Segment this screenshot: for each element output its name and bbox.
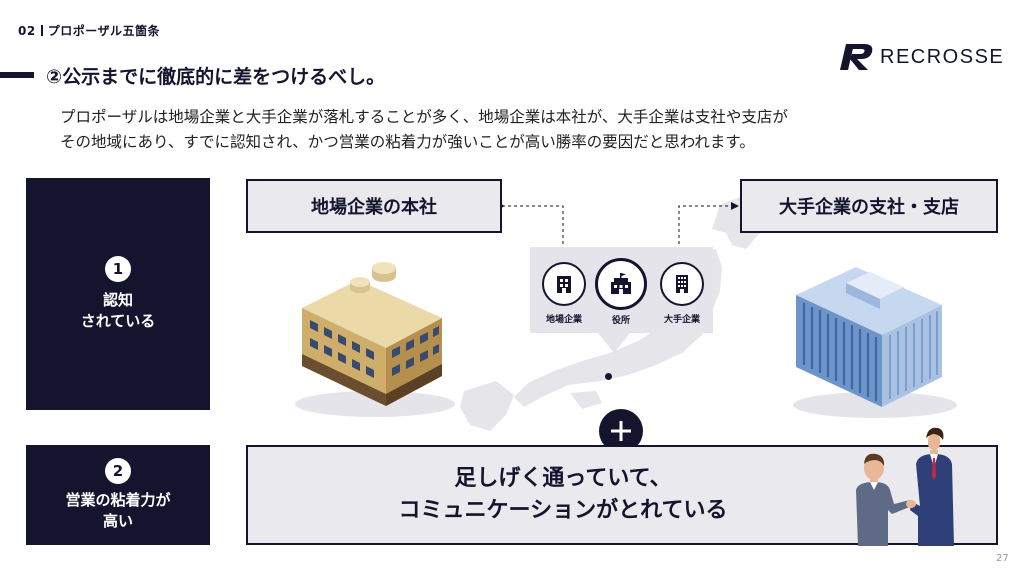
city-item-government: 役所 <box>593 258 649 326</box>
city-item-local-company: 地場企業 <box>538 262 590 325</box>
factor-label: 認知 されている <box>80 291 156 330</box>
handshake-illustration-icon <box>856 427 954 546</box>
description-line-1: プロポーザルは地場企業と大手企業が落札することが多く、地場企業は本社が、大手企業… <box>60 108 788 126</box>
city-label: 地場企業 <box>545 315 582 325</box>
factor-number-badge: 2 <box>105 458 131 484</box>
recrosse-logo-icon <box>840 44 873 70</box>
brand-name: RECROSSE <box>880 45 1005 68</box>
description: プロポーザルは地場企業と大手企業が落札することが多く、地場企業は本社が、大手企業… <box>60 105 1010 155</box>
city-hall-icon <box>595 258 647 310</box>
office-building-icon <box>660 262 704 306</box>
city-label: 大手企業 <box>663 315 700 325</box>
brand-logo: RECROSSE <box>840 42 1004 72</box>
building-icon <box>542 262 586 306</box>
message-line-1: 足しげく通っていて、 <box>454 466 672 491</box>
city-panel-pointer <box>598 333 630 353</box>
message-text: 足しげく通っていて、 コミュニケーションがとれている <box>328 463 798 527</box>
page-number: 27 <box>996 553 1009 564</box>
factor-box-recognition: 1 認知 されている <box>26 178 210 410</box>
location-dot <box>605 373 612 380</box>
local-hq-building-icon <box>295 262 455 417</box>
page-title: ②公示までに徹底的に差をつけるべし。 <box>46 66 386 88</box>
major-branch-building-icon <box>793 267 957 418</box>
factor-box-persistence: 2 営業の粘着力が 高い <box>26 445 210 545</box>
label-major-branch: 大手企業の支社・支店 <box>740 179 998 233</box>
title-accent-bar <box>0 72 34 78</box>
section-title: プロポーザル五箇条 <box>47 24 160 38</box>
factor-label: 営業の粘着力が 高い <box>65 491 171 530</box>
section-number: 02 <box>18 24 36 38</box>
message-line-2: コミュニケーションがとれている <box>398 498 728 523</box>
factor-number-badge: 1 <box>105 256 131 282</box>
description-line-2: その地域にあり、すでに認知され、かつ営業の粘着力が強いことが高い勝率の要因だと思… <box>60 133 755 151</box>
label-local-hq: 地場企業の本社 <box>246 179 502 233</box>
section-divider <box>40 25 43 36</box>
city-item-major-company: 大手企業 <box>656 262 708 325</box>
city-label: 役所 <box>611 316 630 326</box>
section-tag: 02 プロポーザル五箇条 <box>18 22 160 39</box>
